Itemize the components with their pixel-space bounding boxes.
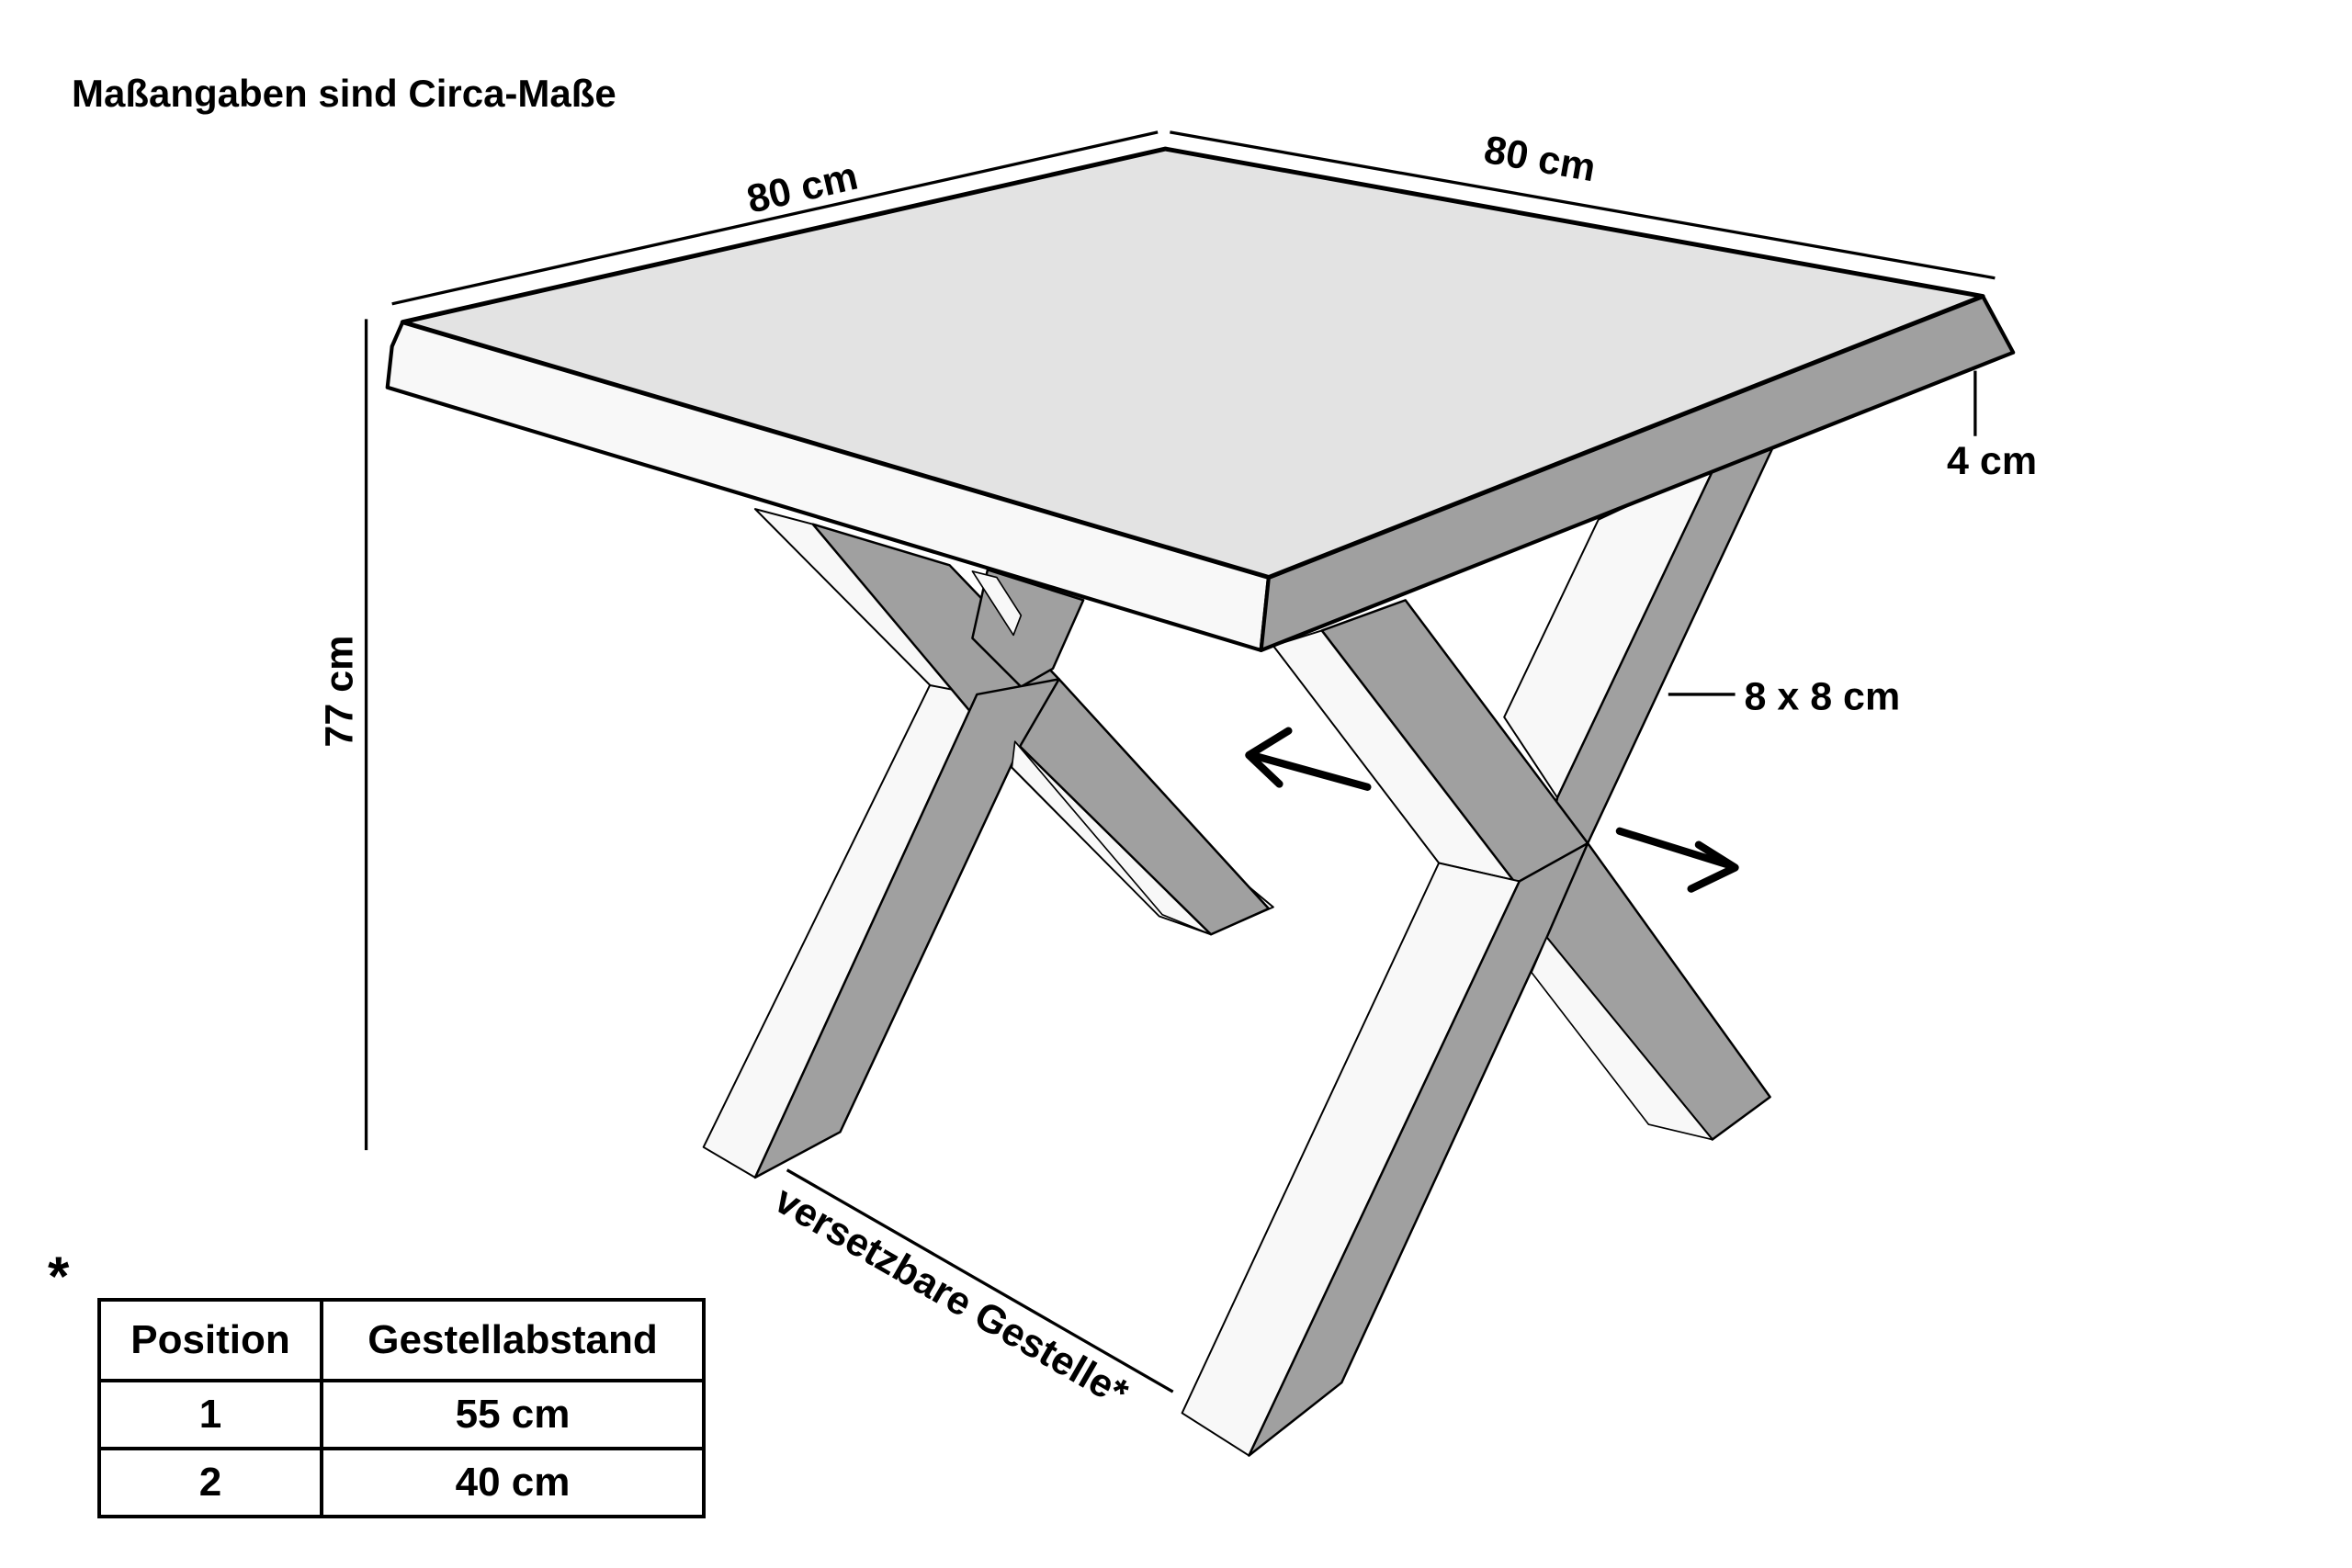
diagram-title: Maßangaben sind Circa-Maße xyxy=(72,72,616,115)
move-arrows xyxy=(1245,727,1739,893)
arrow-right-icon xyxy=(1615,827,1739,893)
label-height: 77 cm xyxy=(318,636,362,748)
left-x-frame xyxy=(702,508,1274,1179)
label-movable-frames: versetzbare Gestelle* xyxy=(767,1178,1136,1416)
dimension-lines xyxy=(364,130,1996,1393)
table-header-row: Position Gestellabstand xyxy=(97,1298,706,1382)
table-row: 2 40 cm xyxy=(97,1447,706,1518)
label-leg-profile: 8 x 8 cm xyxy=(1745,674,1901,718)
arrow-left-icon xyxy=(1245,727,1372,791)
right-x-frame xyxy=(1181,442,1776,1457)
label-thickness: 4 cm xyxy=(1947,439,2037,483)
frame-distance-table: Position Gestellabstand 1 55 cm 2 40 cm xyxy=(97,1298,706,1518)
table-top xyxy=(385,146,2016,653)
label-width-right: 80 cm xyxy=(1481,128,1599,190)
cell-position: 1 xyxy=(97,1379,323,1450)
header-position: Position xyxy=(97,1298,323,1382)
cell-distance: 40 cm xyxy=(320,1447,706,1518)
cell-distance: 55 cm xyxy=(320,1379,706,1450)
table-row: 1 55 cm xyxy=(97,1379,706,1450)
header-frame-distance: Gestellabstand xyxy=(320,1298,706,1382)
footnote-marker: * xyxy=(48,1246,70,1307)
cell-position: 2 xyxy=(97,1447,323,1518)
